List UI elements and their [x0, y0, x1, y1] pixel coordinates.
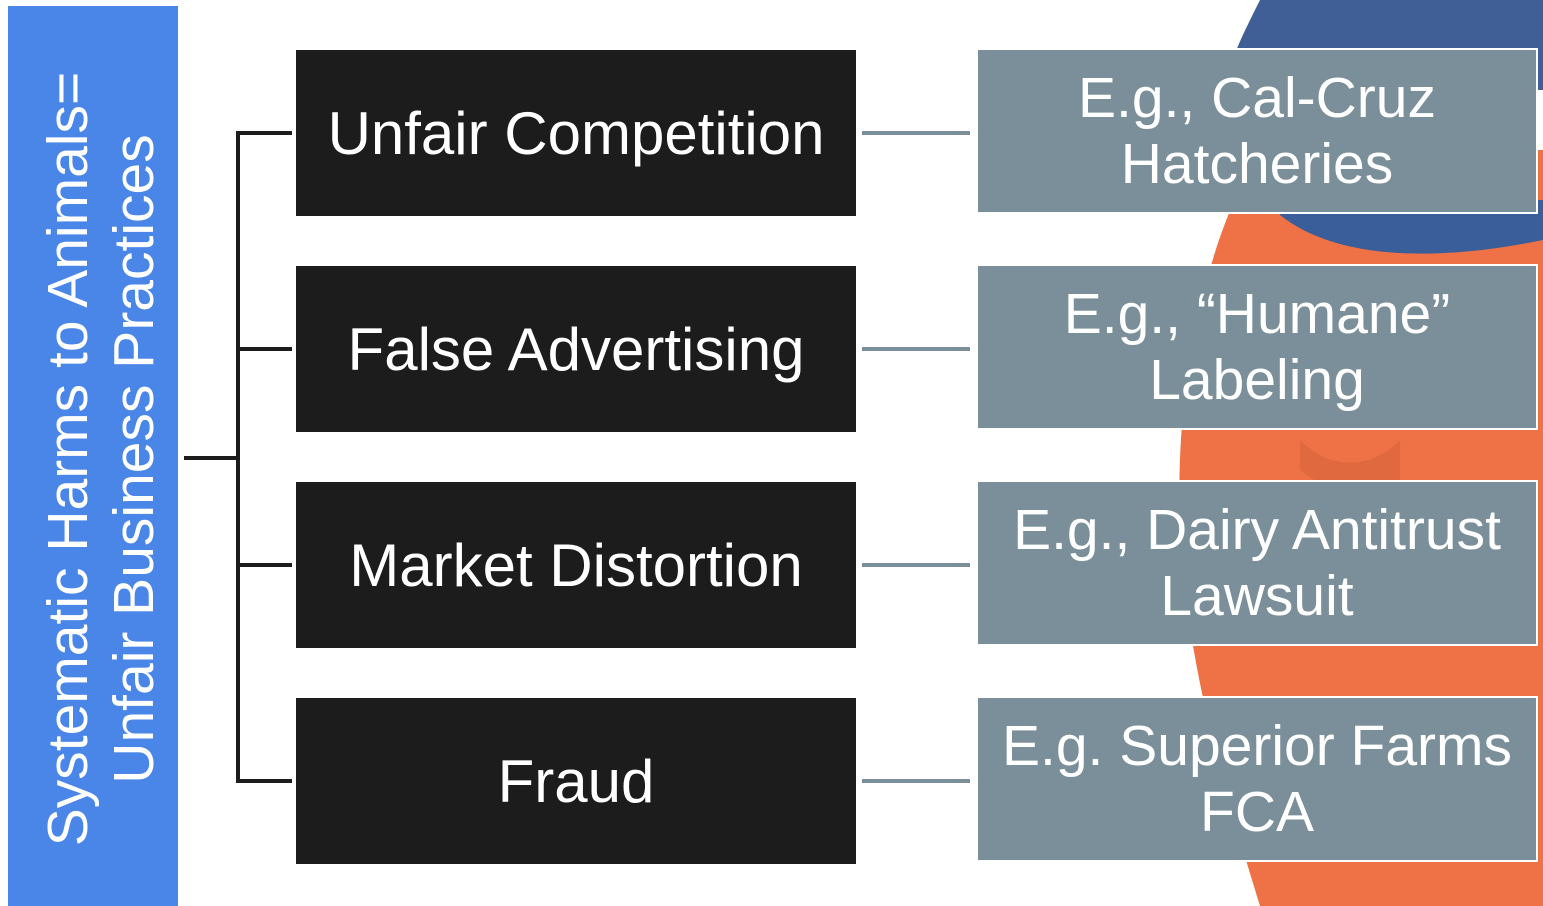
example-label: E.g., Dairy Antitrust Lawsuit — [1013, 498, 1501, 628]
example-market-distortion: E.g., Dairy Antitrust Lawsuit — [976, 480, 1538, 646]
category-market-distortion: Market Distortion — [296, 482, 856, 648]
example-false-advertising: E.g., “Humane” Labeling — [976, 264, 1538, 430]
example-label: E.g., Cal-Cruz Hatcheries — [1078, 66, 1436, 196]
example-label: E.g., “Humane” Labeling — [1063, 282, 1451, 412]
example-unfair-competition: E.g., Cal-Cruz Hatcheries — [976, 48, 1538, 214]
example-label: E.g. Superior Farms FCA — [1002, 714, 1512, 844]
root-node: Systematic Harms to Animals= Unfair Busi… — [8, 6, 178, 906]
category-fraud: Fraud — [296, 698, 856, 864]
example-fraud: E.g. Superior Farms FCA — [976, 696, 1538, 862]
category-unfair-competition: Unfair Competition — [296, 50, 856, 216]
category-false-advertising: False Advertising — [296, 266, 856, 432]
orange-shading — [1300, 440, 1400, 493]
